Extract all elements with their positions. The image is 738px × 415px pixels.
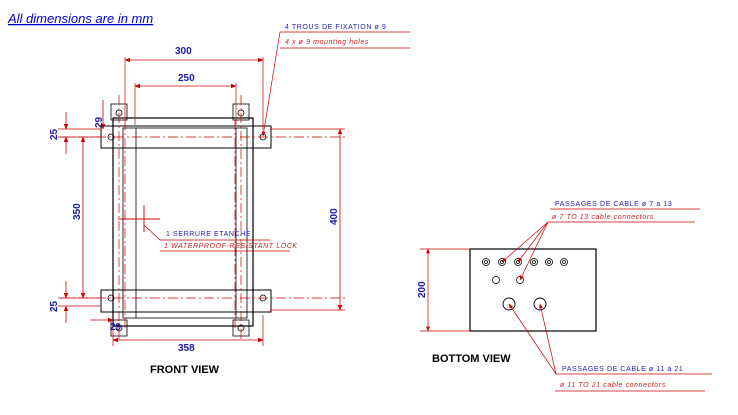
enclosure-outline: [112, 117, 254, 327]
bottom-view-label: BOTTOM VIEW: [432, 353, 511, 365]
dim-height-mount: 350: [72, 203, 83, 220]
large-connector-hole: [502, 297, 516, 311]
dim-side-bottom: 29: [110, 322, 122, 333]
mounting-holes-leader: [261, 31, 281, 137]
dim-bottom-height: 200: [417, 281, 428, 298]
bottom-mounting-bracket: [100, 289, 272, 313]
bottom-view: 200 PASSAGES DE CABLE ø 7 a 13 ø 7 TO 13…: [417, 201, 712, 392]
lock-marker: [118, 205, 160, 232]
dim-width-total: 358: [178, 343, 195, 354]
large-connectors-label-en: ø 11 TO 21 cable connectors: [560, 382, 666, 389]
dim-bottom-offset: 25: [49, 300, 60, 312]
units-note: All dimensions are in mm: [7, 11, 153, 26]
mounting-holes-label-en: 4 x ø 9 mounting holes: [285, 39, 369, 46]
small-connector-hole: [492, 276, 500, 284]
large-connectors-label-fr: PASSAGES DE CABLE ø 11 à 21: [562, 366, 683, 373]
dim-width-outer: 300: [175, 46, 192, 57]
small-connector-hole: [482, 258, 490, 266]
small-connector-hole: [560, 258, 568, 266]
front-view-label: FRONT VIEW: [150, 364, 220, 376]
dim-side-top: 29: [94, 116, 105, 128]
dim-top-offset: 25: [49, 128, 60, 140]
large-connector-hole: [533, 297, 547, 311]
dim-height-total: 400: [329, 208, 340, 225]
small-connector-hole: [545, 258, 553, 266]
dim-width-inner: 250: [178, 73, 195, 84]
small-connectors-label-fr: PASSAGES DE CABLE ø 7 a 13: [555, 201, 672, 208]
small-connector-hole: [530, 258, 538, 266]
enclosure-inner-panel: [122, 127, 248, 319]
small-connectors-label-en: ø 7 TO 13 cable connectors: [552, 214, 654, 221]
lock-label-fr: 1 SERRURE ETANCHE: [166, 231, 251, 238]
bottom-view-outline: [469, 248, 597, 332]
mounting-holes-label-fr: 4 TROUS DE FIXATION ø 9: [285, 24, 386, 31]
lock-label-en: 1 WATERPROOF-RESISTANT LOCK: [164, 243, 298, 250]
front-view: 300 250 358 350 400 25 25 29 29 1 SERRUR…: [49, 24, 410, 376]
